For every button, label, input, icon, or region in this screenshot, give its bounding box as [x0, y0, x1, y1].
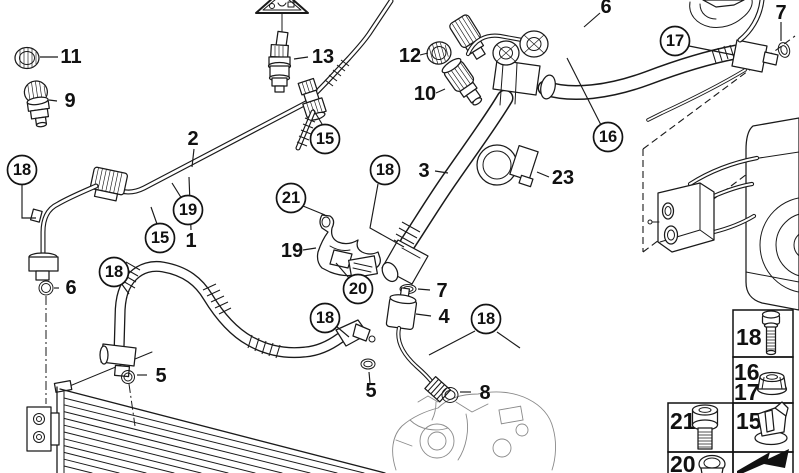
direction-arrow-icon	[737, 449, 789, 473]
callout-circle-18	[309, 302, 341, 334]
o-ring-8	[441, 387, 459, 403]
callout-19: 19	[179, 201, 197, 219]
label-11: 11	[60, 46, 81, 68]
flange-nut-icon	[756, 371, 788, 396]
label-5: 5	[365, 380, 376, 402]
condenser-drawing	[26, 351, 386, 473]
top-right-assembly	[689, 0, 765, 43]
callout-circle-16	[592, 121, 624, 153]
junction-assembly	[449, 14, 791, 122]
retaining-clip-icon	[754, 401, 789, 446]
callout-circle-18	[369, 154, 401, 186]
o-ring-5-right	[360, 358, 376, 370]
pipe-2-flange	[28, 256, 59, 272]
o-ring-6	[38, 280, 54, 296]
callout-circle-15	[144, 222, 176, 254]
hose-1-drawing	[99, 260, 376, 384]
callout-21: 21	[282, 189, 300, 207]
callout-15: 15	[151, 229, 169, 247]
compressor-body	[745, 117, 799, 311]
callout-circle-17	[659, 25, 691, 57]
legend-label-18: 18	[736, 324, 762, 350]
o-ring-7-upper	[777, 42, 791, 58]
engine-sketch	[392, 391, 556, 471]
label-5: 5	[155, 365, 166, 387]
label-3: 3	[418, 160, 429, 182]
clamp-23-drawing	[476, 144, 539, 188]
label-13: 13	[312, 46, 334, 68]
callout-circle-21	[275, 182, 307, 214]
assembly-axis-lines	[45, 296, 136, 427]
label-6: 6	[65, 277, 76, 299]
label-4: 4	[438, 306, 450, 328]
pipe-2-union	[90, 166, 128, 202]
part-12-cap	[426, 41, 452, 65]
compressor-zone	[642, 35, 799, 311]
muffler-4-drawing	[385, 287, 418, 331]
callout-16: 16	[599, 128, 617, 146]
callout-circle-18	[470, 303, 502, 335]
o-ring-5-left	[121, 370, 135, 384]
socket-head-bolt-icon	[691, 404, 719, 450]
legend-label-17: 17	[734, 379, 760, 405]
callout-circle-20	[342, 273, 374, 305]
leader-lines	[21, 12, 782, 393]
callout-18: 18	[477, 310, 495, 328]
label-8: 8	[479, 382, 490, 404]
callout-circle-15	[309, 123, 341, 155]
part-9-valve	[23, 80, 50, 128]
legend-table: 18 16 17 21 15 20	[667, 309, 794, 473]
callout-circle-18	[98, 256, 130, 288]
pipe-clamp-bolt	[29, 208, 43, 223]
callout-circle-19	[172, 194, 204, 226]
right-pipe-block	[731, 39, 768, 73]
legend-label-20: 20	[670, 451, 696, 473]
pipe-2-drawing	[28, 0, 394, 296]
label-7: 7	[436, 280, 447, 302]
label-7: 7	[775, 2, 786, 24]
label-9: 9	[64, 90, 75, 112]
hose-3-drawing	[381, 89, 539, 403]
part-13-valve	[267, 30, 292, 93]
label-6: 6	[600, 0, 611, 18]
callout-15: 15	[316, 130, 334, 148]
warning-triangle-icon	[255, 0, 309, 33]
hex-flange-bolt-icon	[761, 310, 781, 356]
legend-label-21: 21	[670, 408, 696, 434]
callout-18: 18	[105, 263, 123, 281]
clip-20-drawing	[329, 249, 353, 269]
callout-18: 18	[316, 309, 334, 327]
label-12: 12	[399, 45, 421, 67]
legend-label-16: 16	[734, 359, 760, 385]
label-10: 10	[414, 83, 436, 105]
callout-18: 18	[13, 161, 31, 179]
bracket-19-drawing	[316, 214, 381, 279]
part-10-valve	[441, 57, 483, 106]
callout-17: 17	[666, 32, 684, 50]
callout-circle-18	[6, 154, 38, 186]
legend-label-15: 15	[736, 408, 762, 434]
label-19: 19	[281, 240, 303, 262]
callout-20: 20	[349, 280, 367, 298]
part-11-cap	[14, 46, 40, 70]
label-23: 23	[552, 167, 574, 189]
label-2: 2	[187, 128, 198, 150]
sealing-plug-icon	[698, 454, 726, 473]
label-1: 1	[185, 230, 196, 252]
callout-18: 18	[376, 161, 394, 179]
